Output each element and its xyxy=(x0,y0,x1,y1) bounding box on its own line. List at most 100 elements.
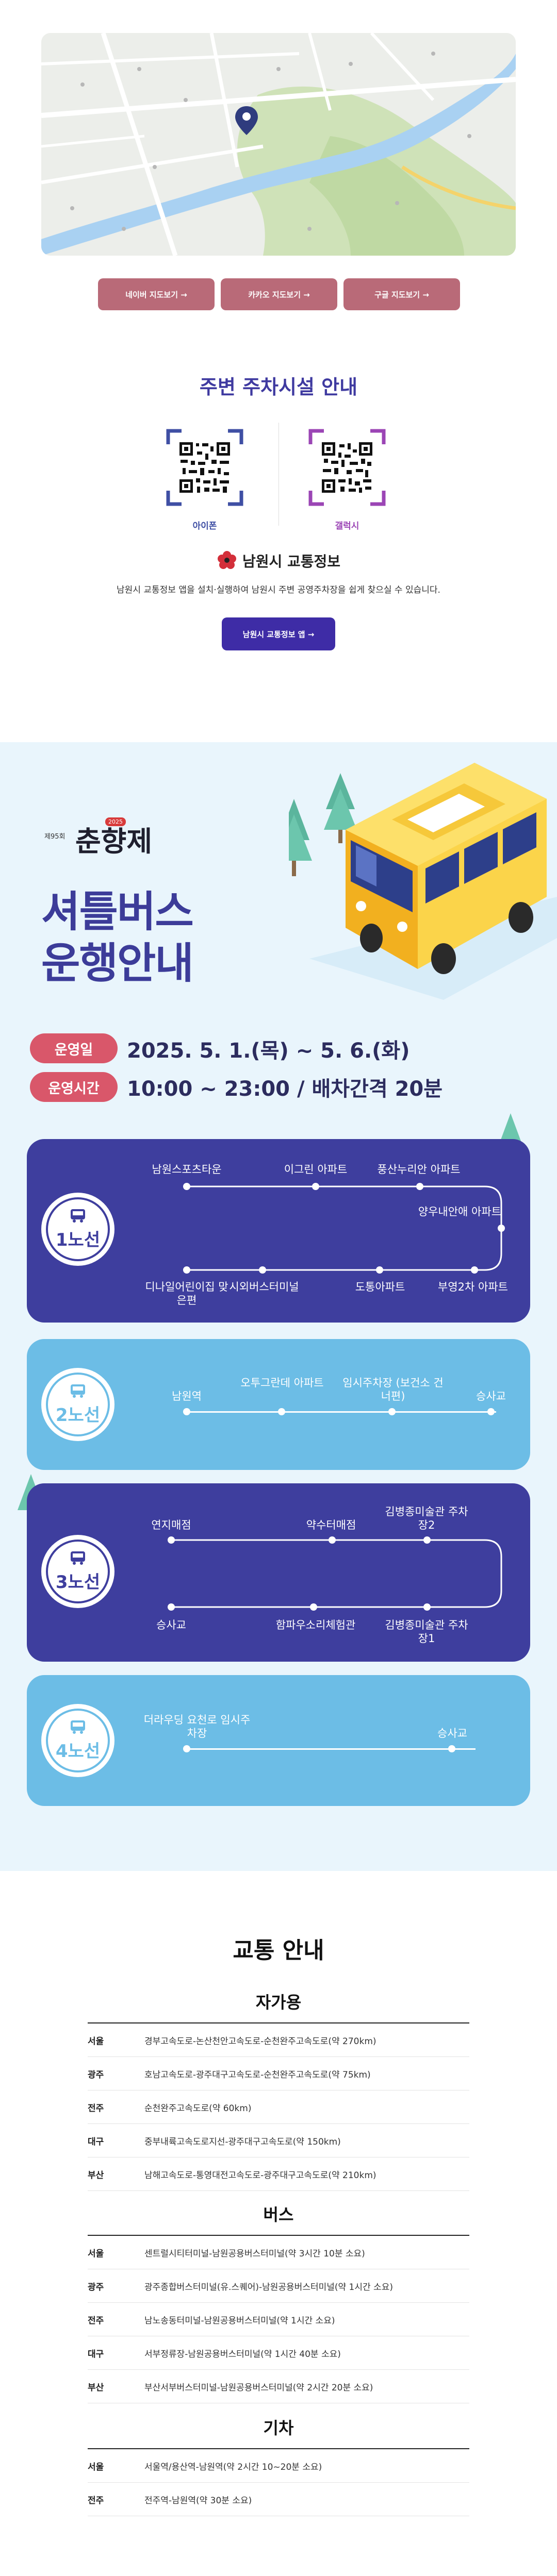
row-route: 순천완주고속도로(약 60km) xyxy=(144,2103,252,2114)
route-3-stop: 연지매점 xyxy=(151,1519,191,1531)
route-3-stop: 승사교 xyxy=(156,1619,186,1631)
route-1-stop: 양우내안애 아파트 xyxy=(418,1206,501,1218)
row-route: 서울역/용산역-남원역(약 2시간 10~20분 소요) xyxy=(144,2462,322,2472)
route-3-badge: 3노선 xyxy=(41,1535,114,1608)
google-map-button[interactable]: 구글 지도보기 → xyxy=(343,278,460,310)
row-city: 전주 xyxy=(88,2103,104,2114)
bus-icon xyxy=(71,1720,85,1734)
route-1-stop: 도통아파트 xyxy=(355,1281,405,1293)
transport-title: 교통 안내 xyxy=(233,1937,324,1964)
row-route: 전주역-남원역(약 30분 소요) xyxy=(144,2495,252,2506)
route-3-line xyxy=(171,1539,502,1608)
route-3-stop: 함파우소리체험관 xyxy=(275,1619,356,1631)
route-4-stop: 더라우딩 요천로 임시주차장 xyxy=(143,1714,251,1739)
row-city: 전주 xyxy=(88,2315,104,2326)
route-4-line xyxy=(187,1748,476,1750)
route-2-stop: 승사교 xyxy=(476,1390,506,1402)
traffic-info-heading: 남원시 교통정보 xyxy=(0,550,557,571)
route-1-stop: 풍산누리안 아파트 xyxy=(377,1163,461,1176)
row-city: 광주 xyxy=(88,2282,104,2293)
qr-label-iphone: 아이폰 xyxy=(192,521,217,531)
table-row: 전주 남노송동터미널-남원공용버스터미널(약 1시간 소요) xyxy=(88,2303,469,2336)
route-2-stop: 오투그란데 아파트 xyxy=(240,1377,324,1389)
row-city: 서울 xyxy=(88,2462,104,2472)
shuttle-section: 제95회 춘향제 2025 셔틀버스 운행안내 운영일 2025. 5. 1.(… xyxy=(0,742,557,1871)
row-route: 광주종합버스터미널(유.스퀘어)-남원공용버스터미널(약 1시간 소요) xyxy=(144,2282,393,2293)
row-route: 호남고속도로-광주대구고속도로-순천완주고속도로(약 75km) xyxy=(144,2069,371,2080)
route-1-stop: 시외버스터미널 xyxy=(229,1281,299,1293)
traffic-app-button[interactable]: 남원시 교통정보 앱 → xyxy=(222,617,335,650)
table-row: 대구 서부정류장-남원공용버스터미널(약 1시간 40분 소요) xyxy=(88,2336,469,2370)
kakao-map-button[interactable]: 카카오 지도보기 → xyxy=(221,278,337,310)
row-city: 서울 xyxy=(88,2036,104,2047)
route-1-stop: 디나일어린이집 맞은편 xyxy=(145,1281,228,1307)
transport-section-bus: 버스 xyxy=(263,2205,294,2224)
table-divider xyxy=(88,2235,469,2236)
qr-iphone[interactable] xyxy=(166,429,243,508)
qr-code-galaxy-icon xyxy=(308,429,386,506)
route-2-card[interactable]: 2노선 남원역 오투그란데 아파트 임시주차장 (보건소 건너편) 승사교 xyxy=(27,1339,530,1470)
row-route: 남해고속도로-통영대전고속도로-광주대구고속도로(약 210km) xyxy=(144,2170,376,2181)
transport-section-car: 자가용 xyxy=(255,1993,302,2012)
traffic-info-description: 남원시 교통정보 앱을 설치·실행하여 남원시 주변 공영주차장을 쉽게 찾으실… xyxy=(117,585,440,595)
row-route: 서부정류장-남원공용버스터미널(약 1시간 40분 소요) xyxy=(144,2349,341,2360)
bus-icon xyxy=(71,1384,85,1398)
table-row: 전주 순천완주고속도로(약 60km) xyxy=(88,2090,469,2124)
flower-logo-icon xyxy=(217,551,236,569)
operation-time-label: 운영시간 xyxy=(30,1072,118,1102)
route-1-stop: 남원스포츠타운 xyxy=(152,1163,222,1176)
route-2-stop: 임시주차장 (보건소 건너편) xyxy=(342,1377,444,1402)
traffic-info-title: 남원시 교통정보 xyxy=(242,553,341,570)
qr-code-iphone-icon xyxy=(166,429,243,506)
row-route: 부산서부버스터미널-남원공용버스터미널(약 2시간 20분 소요) xyxy=(144,2382,373,2393)
route-1-stop: 이그린 아파트 xyxy=(284,1163,348,1176)
row-route: 중부내륙고속도로지선-광주대구고속도로(약 150km) xyxy=(144,2136,341,2147)
route-3-stop: 김병종미술관 주차장1 xyxy=(385,1619,468,1645)
route-3-stop: 약수터매점 xyxy=(306,1519,356,1531)
transport-section-train: 기차 xyxy=(263,2418,294,2438)
route-2-stop: 남원역 xyxy=(172,1390,202,1402)
row-city: 부산 xyxy=(88,2170,104,2181)
route-2-line xyxy=(187,1411,496,1413)
operation-date-label: 운영일 xyxy=(30,1033,118,1063)
route-2-badge: 2노선 xyxy=(41,1368,114,1441)
row-city: 대구 xyxy=(88,2349,104,2360)
row-city: 대구 xyxy=(88,2136,104,2147)
shuttle-title-line2: 운행안내 xyxy=(41,939,194,988)
logo-edition: 제95회 xyxy=(44,833,65,841)
qr-galaxy[interactable] xyxy=(308,429,386,508)
route-4-stop: 승사교 xyxy=(437,1727,467,1739)
tree-icon xyxy=(289,799,312,876)
table-row: 전주 전주역-남원역(약 30분 소요) xyxy=(88,2483,469,2516)
table-divider xyxy=(88,2022,469,2023)
bus-icon xyxy=(71,1209,85,1223)
map-graphic xyxy=(41,33,516,256)
table-row: 광주 광주종합버스터미널(유.스퀘어)-남원공용버스터미널(약 1시간 소요) xyxy=(88,2269,469,2303)
row-city: 광주 xyxy=(88,2069,104,2080)
location-map[interactable] xyxy=(41,33,516,256)
operation-time-value: 10:00 ~ 23:00 / 배차간격 20분 xyxy=(127,1077,443,1101)
shuttle-title-line1: 셔틀버스 xyxy=(41,888,194,936)
operation-date-value: 2025. 5. 1.(목) ~ 5. 6.(화) xyxy=(127,1039,410,1063)
qr-divider xyxy=(278,423,279,526)
bus-icon xyxy=(71,1551,85,1565)
route-2-name: 2노선 xyxy=(55,1404,101,1426)
qr-label-galaxy: 갤럭시 xyxy=(335,521,359,531)
table-divider xyxy=(88,2448,469,2449)
route-1-card[interactable]: 1노선 남원스포츠타운 이그린 아파트 풍산누리안 아파트 양우내안애 아파트 … xyxy=(27,1139,530,1323)
row-city: 서울 xyxy=(88,2248,104,2259)
naver-map-button[interactable]: 네이버 지도보기 → xyxy=(98,278,215,310)
route-4-card[interactable]: 4노선 더라우딩 요천로 임시주차장 승사교 xyxy=(27,1675,530,1806)
table-row: 대구 중부내륙고속도로지선-광주대구고속도로(약 150km) xyxy=(88,2124,469,2157)
shuttle-bus-illustration xyxy=(289,763,557,1000)
route-3-card[interactable]: 3노선 연지매점 약수터매점 김병종미술관 주차장2 승사교 함파우소리체험관 … xyxy=(27,1483,530,1662)
logo-year-badge: 2025 xyxy=(105,817,126,826)
logo-title: 춘향제 xyxy=(75,825,153,858)
row-city: 전주 xyxy=(88,2495,104,2506)
row-route: 남노송동터미널-남원공용버스터미널(약 1시간 소요) xyxy=(144,2315,335,2326)
route-3-name: 3노선 xyxy=(55,1571,101,1593)
route-1-badge: 1노선 xyxy=(41,1193,114,1266)
table-row: 부산 남해고속도로-통영대전고속도로-광주대구고속도로(약 210km) xyxy=(88,2157,469,2191)
